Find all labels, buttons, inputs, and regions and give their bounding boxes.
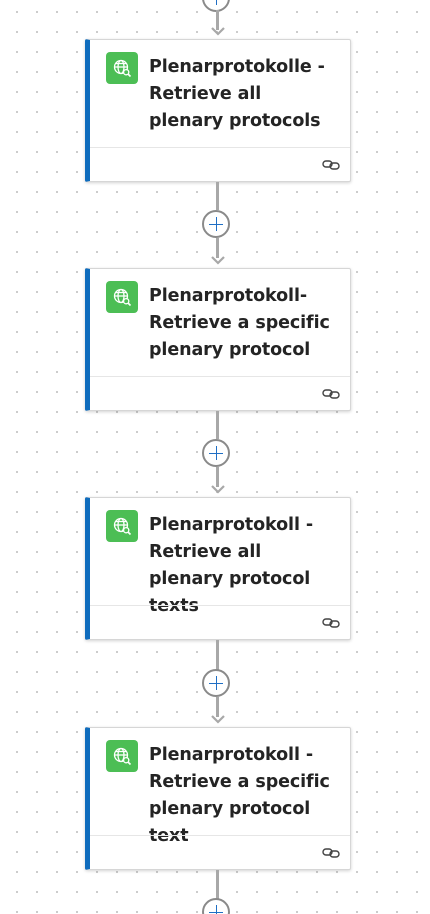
connector-line — [216, 640, 219, 670]
add-step-button[interactable] — [202, 898, 230, 914]
card-divider — [90, 835, 350, 836]
step-title: Plenarprotokolle - Retrieve all plenary … — [149, 57, 325, 131]
connector-line — [216, 10, 219, 30]
card-divider — [90, 147, 350, 148]
globe-search-icon — [106, 281, 138, 313]
card-divider — [90, 605, 350, 606]
connector-arrow-icon — [211, 715, 225, 724]
add-step-button[interactable] — [202, 439, 230, 467]
link-icon[interactable] — [322, 846, 340, 860]
step-title: Plenarprotokoll- Retrieve a specific ple… — [149, 286, 330, 360]
add-step-button[interactable] — [202, 210, 230, 238]
connector-line — [216, 238, 219, 258]
link-icon[interactable] — [322, 158, 340, 172]
link-icon[interactable] — [322, 387, 340, 401]
connector-line — [216, 182, 219, 210]
flow-step-card[interactable]: Plenarprotokoll- Retrieve a specific ple… — [85, 268, 351, 411]
connector-line — [216, 697, 219, 717]
globe-search-icon — [106, 510, 138, 542]
connector-arrow-icon — [211, 485, 225, 494]
globe-search-icon — [106, 740, 138, 772]
connector-line — [216, 870, 219, 900]
connector-arrow-icon — [211, 256, 225, 265]
flow-step-card[interactable]: Plenarprotokolle - Retrieve all plenary … — [85, 39, 351, 182]
flow-step-card[interactable]: Plenarprotokoll - Retrieve all plenary p… — [85, 497, 351, 640]
connector-line — [216, 411, 219, 439]
link-icon[interactable] — [322, 616, 340, 630]
add-step-button[interactable] — [202, 669, 230, 697]
step-title: Plenarprotokoll - Retrieve a specific pl… — [149, 745, 330, 846]
step-title: Plenarprotokoll - Retrieve all plenary p… — [149, 515, 314, 616]
globe-search-icon — [106, 52, 138, 84]
connector-line — [216, 467, 219, 487]
connector-arrow-icon — [211, 27, 225, 36]
card-divider — [90, 376, 350, 377]
flow-step-card[interactable]: Plenarprotokoll - Retrieve a specific pl… — [85, 727, 351, 870]
